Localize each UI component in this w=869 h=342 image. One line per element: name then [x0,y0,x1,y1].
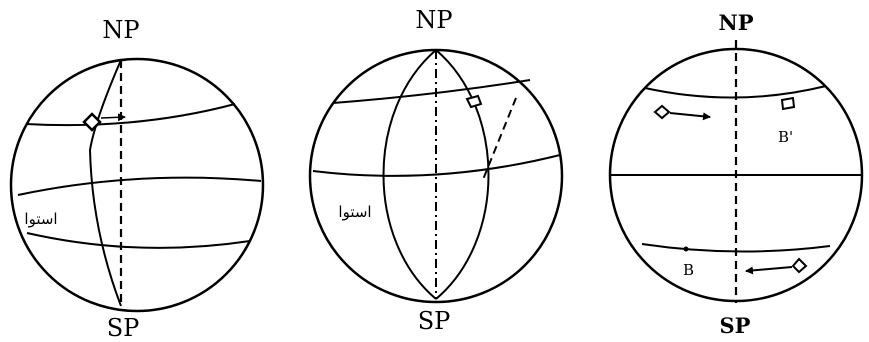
globe-2-upper-latitude [332,79,531,104]
globe-3-upper-diamond-marker [653,104,671,120]
globe-3-south-label: SP [720,313,751,338]
globe-1-north-label: NP [102,16,139,44]
globe-3: B' B NP SP [608,10,864,338]
globe-3-bprime-label: B' [778,128,793,146]
globe-2-square-marker [465,94,483,109]
globe-2-equator [312,154,561,177]
globe-1-upper-latitude [25,103,236,127]
globe-1-motion-arrow [100,113,126,122]
globe-1-meridian [88,59,122,307]
globe-1-lower-latitude [26,232,251,249]
globe-3-upper-arrow [669,112,711,121]
globe-1-equator-label: استوا [24,210,57,228]
globe-3-b-label: B [683,261,694,279]
globe-3-north-label: NP [719,10,754,35]
globe-1-diamond-marker [82,112,102,132]
globe-3-lower-arrow [745,266,793,275]
globe-2-equator-label: استوا [338,203,371,221]
globe-2: NP SP استوا [308,6,564,335]
globe-2-dashed-slant [481,97,517,183]
globe-1-south-label: SP [107,314,140,342]
globe-1-outline [9,57,265,313]
globe-2-south-label: SP [418,307,451,335]
globe-3-bprime-marker [780,96,796,111]
globe-1-equator [17,176,262,196]
globe-2-north-label: NP [415,6,452,34]
globe-2-meridian-left [382,49,437,300]
globe-3-b-point [683,246,689,252]
globe-3-lower-diamond-marker [791,257,808,274]
globe-1: NP SP استوا [9,16,265,342]
globe-2-meridian-right [435,49,490,300]
